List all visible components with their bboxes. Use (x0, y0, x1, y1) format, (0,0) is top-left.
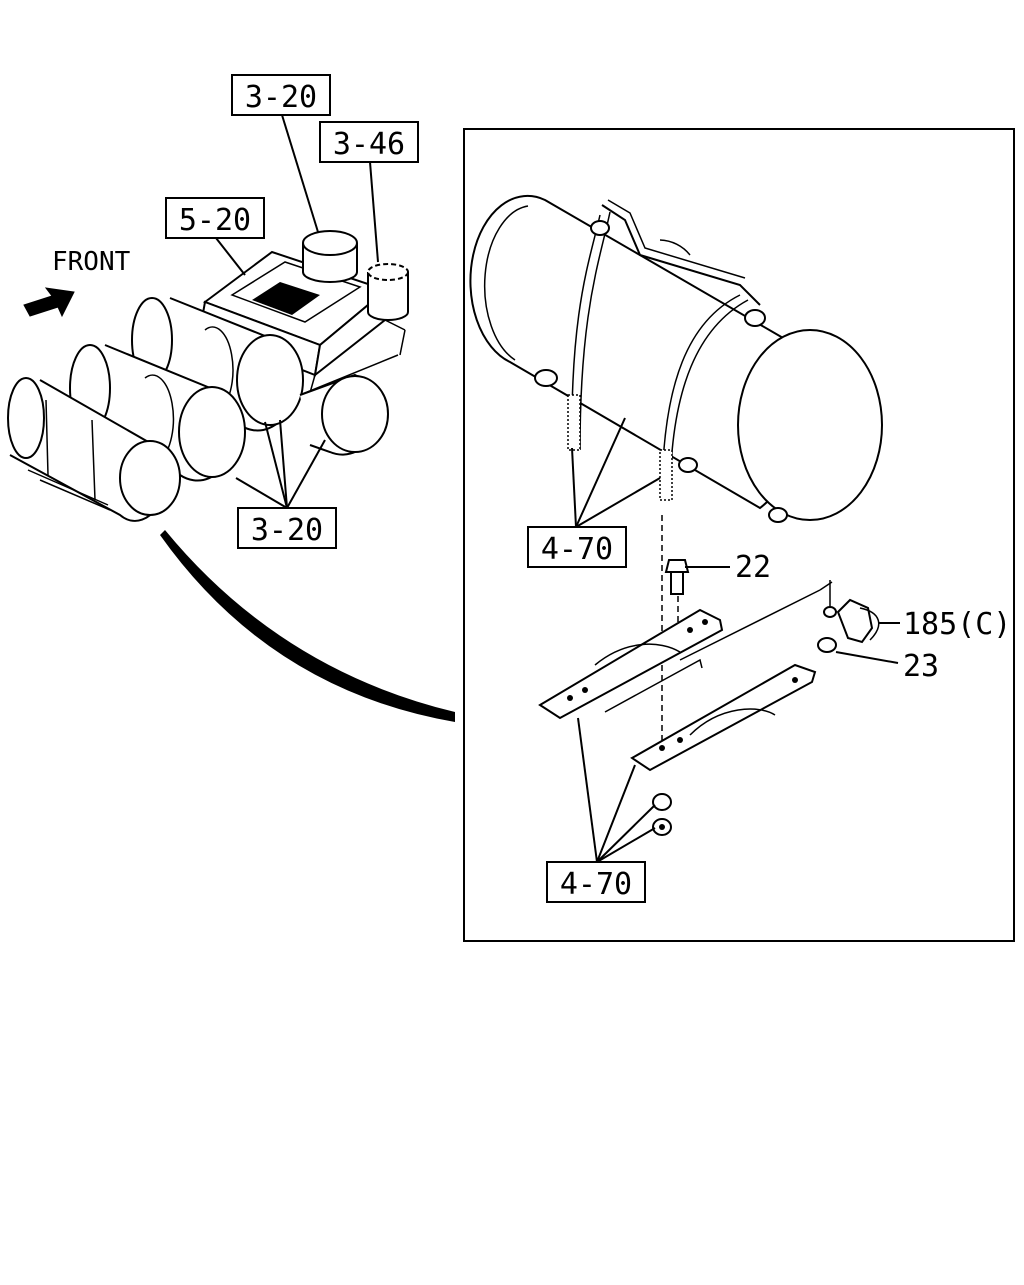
tank-right (299, 373, 389, 456)
tank-front (7, 377, 181, 522)
vehicle-overview: FRONT (7, 74, 455, 722)
front-label: FRONT (52, 247, 131, 277)
front-arrow-icon (23, 287, 75, 318)
svg-text:3-20: 3-20 (251, 513, 323, 548)
part-number-22: 22 (735, 550, 771, 585)
ref-box-3-20-top: 3-20 (231, 74, 331, 116)
leader-3-20-bottom (235, 419, 326, 509)
fuel-tank (469, 194, 883, 523)
ref-box-4-70-lower: 4-70 (546, 861, 646, 903)
svg-text:4-70: 4-70 (560, 867, 632, 902)
svg-text:5-20: 5-20 (179, 203, 251, 238)
fuel-tank-detail: 4-70 22 (469, 194, 1011, 903)
leader-5-20 (215, 237, 246, 276)
canister-b (367, 263, 409, 321)
canister-a (302, 230, 358, 283)
bolt-22: 22 (664, 550, 771, 595)
ref-box-4-70-upper: 4-70 (527, 526, 627, 568)
ref-box-3-20-bottom: 3-20 (237, 507, 337, 549)
part-number-185c: 185(C) (903, 607, 1011, 642)
clip-185c: 185(C) (823, 598, 1011, 644)
lower-nuts (652, 793, 672, 836)
mounting-bracket-upper (538, 580, 833, 720)
svg-text:3-20: 3-20 (245, 80, 317, 115)
mounting-bracket-lower (630, 663, 817, 772)
leader-3-20-top (281, 114, 319, 233)
svg-text:3-46: 3-46 (333, 127, 405, 162)
leader-4-70-lower (577, 717, 656, 863)
leader-3-46 (369, 161, 379, 263)
ref-box-3-46: 3-46 (319, 121, 419, 163)
svg-text:4-70: 4-70 (541, 532, 613, 567)
nut-23: 23 (817, 637, 939, 684)
part-number-23: 23 (903, 649, 939, 684)
ref-box-5-20: 5-20 (165, 197, 265, 239)
leader-4-70-upper (571, 417, 661, 528)
detail-callout-curve (160, 530, 455, 722)
detail-frame (463, 128, 1015, 942)
